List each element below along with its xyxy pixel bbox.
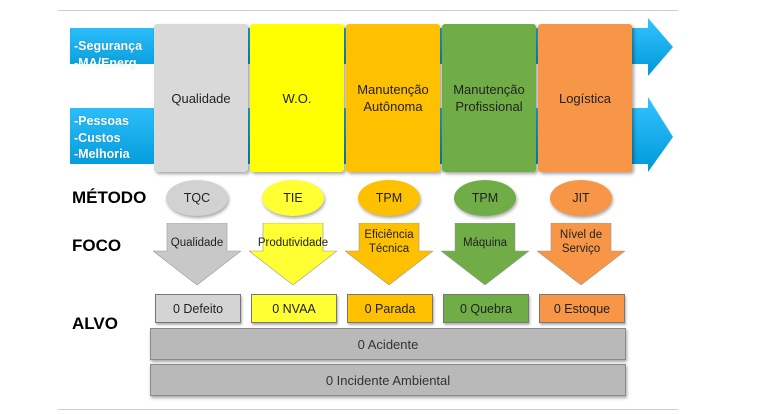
focus-arrow-nivel-servico (537, 223, 625, 285)
top-arrow-text: -Segurança -MA/Energ (74, 38, 142, 71)
focus-arrow-maquina (441, 223, 529, 285)
method-tpm-autonoma: TPM (358, 180, 420, 216)
bottom-item-2: -Custos (74, 130, 121, 145)
focus-nivel-servico: Nível de Serviço (559, 229, 603, 255)
row-label-foco: FOCO (72, 236, 122, 255)
pillar-logistica: Logística (538, 24, 632, 172)
row-label-metodo: MÉTODO (72, 188, 147, 207)
method-tpm-profissional: TPM (454, 180, 516, 216)
method-tqc: TQC (166, 180, 228, 216)
focus-arrow-eficiencia (345, 223, 433, 285)
pillar-wo: W.O. (250, 24, 344, 172)
target-parada: 0 Parada (347, 294, 433, 323)
focus-eficiencia-tecnica: Eficiência Técnica (364, 229, 414, 255)
target-quebra: 0 Quebra (443, 294, 529, 323)
method-jit: JIT (550, 180, 612, 216)
bar-incidente-ambiental: 0 Incidente Ambiental (150, 364, 626, 396)
bottom-arrow-text: -Pessoas -Custos -Melhoria (74, 113, 130, 163)
pillar-manutencao-profissional: Manutenção Profissional (442, 24, 536, 172)
target-nvaa: 0 NVAA (251, 294, 337, 323)
focus-maquina: Máquina (462, 237, 508, 249)
bar-acidente: 0 Acidente (150, 328, 626, 360)
focus-arrow-qualidade (153, 223, 241, 285)
top-item-1: -Segurança (74, 39, 143, 53)
pillar-manutencao-autonoma: Manutenção Autônoma (346, 24, 440, 172)
focus-produtividade: Produtividade (257, 237, 329, 249)
bottom-rule (58, 409, 678, 410)
top-rule (58, 10, 678, 11)
top-item-2: -MA/Energ (74, 55, 137, 70)
row-label-alvo: ALVO (72, 314, 118, 333)
focus-qualidade: Qualidade (170, 237, 224, 249)
target-defeito: 0 Defeito (155, 294, 241, 323)
target-estoque: 0 Estoque (539, 294, 625, 323)
focus-arrow-produtividade (249, 223, 337, 285)
bottom-item-3: -Melhoria (74, 147, 130, 161)
method-tie: TIE (262, 180, 324, 216)
pillar-qualidade: Qualidade (154, 24, 248, 172)
bottom-item-1: -Pessoas (74, 114, 129, 128)
